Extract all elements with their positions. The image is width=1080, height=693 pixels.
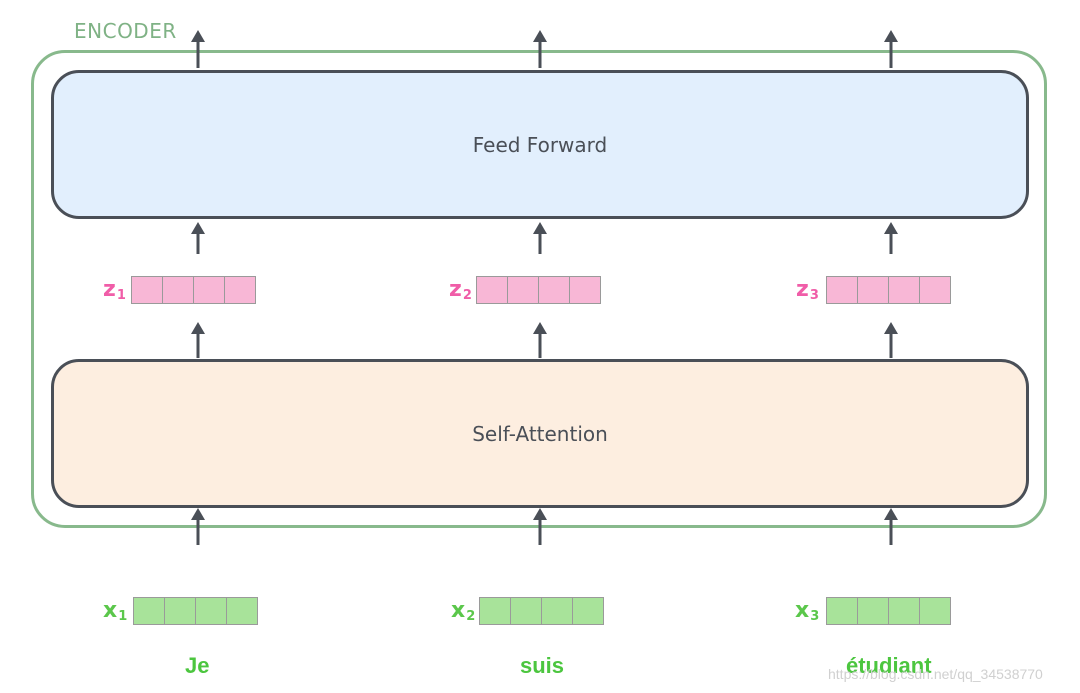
arrow-head [533,222,547,234]
x3-label: x3 [795,598,820,624]
vector-cell [826,276,858,304]
arrow-head [884,322,898,334]
vector-cell [569,276,601,304]
x1-vector [133,597,258,625]
vector-cell [479,597,511,625]
x2-label: x2 [451,598,476,624]
vector-cell [224,276,256,304]
word-je: Je [185,653,210,678]
arrow-head [884,30,898,42]
vector-cell [857,597,889,625]
z1-vector [131,276,256,304]
arrow-head [191,30,205,42]
self-attention-label: Self-Attention [472,421,608,446]
x1-label: x1 [103,598,128,624]
arrow-head [884,222,898,234]
word-suis: suis [520,653,565,678]
vector-cell [541,597,573,625]
z1-label: z1 [103,277,126,303]
vector-cell [510,597,542,625]
z3-vector [826,276,951,304]
vector-cell [507,276,539,304]
vector-cell [193,276,225,304]
encoder-label: ENCODER [74,19,177,43]
arrow-head [533,508,547,520]
feed-forward-label: Feed Forward [472,132,608,157]
arrow-head [533,322,547,334]
vector-cell [162,276,194,304]
z3-label: z3 [796,277,819,303]
vector-cell [195,597,227,625]
arrow-head [884,508,898,520]
arrow-head [191,222,205,234]
vector-cell [131,276,163,304]
z2-label: z2 [449,277,472,303]
vector-cell [476,276,508,304]
vector-cell [164,597,196,625]
arrow-head [191,508,205,520]
watermark: https://blog.csdn.net/qq_34538770 [828,666,1043,682]
z2-vector [476,276,601,304]
vector-cell [538,276,570,304]
vector-cell [572,597,604,625]
vector-cell [857,276,889,304]
self-attention-box: Self-Attention [51,359,1029,508]
vector-cell [826,597,858,625]
vector-cell [226,597,258,625]
word-etudiant: étudiant [846,653,932,678]
vector-cell [888,276,920,304]
x2-vector [479,597,604,625]
arrow-head [533,30,547,42]
x3-vector [826,597,951,625]
vector-cell [133,597,165,625]
feed-forward-box: Feed Forward [51,70,1029,219]
vector-cell [919,276,951,304]
arrow-head [191,322,205,334]
vector-cell [888,597,920,625]
vector-cell [919,597,951,625]
